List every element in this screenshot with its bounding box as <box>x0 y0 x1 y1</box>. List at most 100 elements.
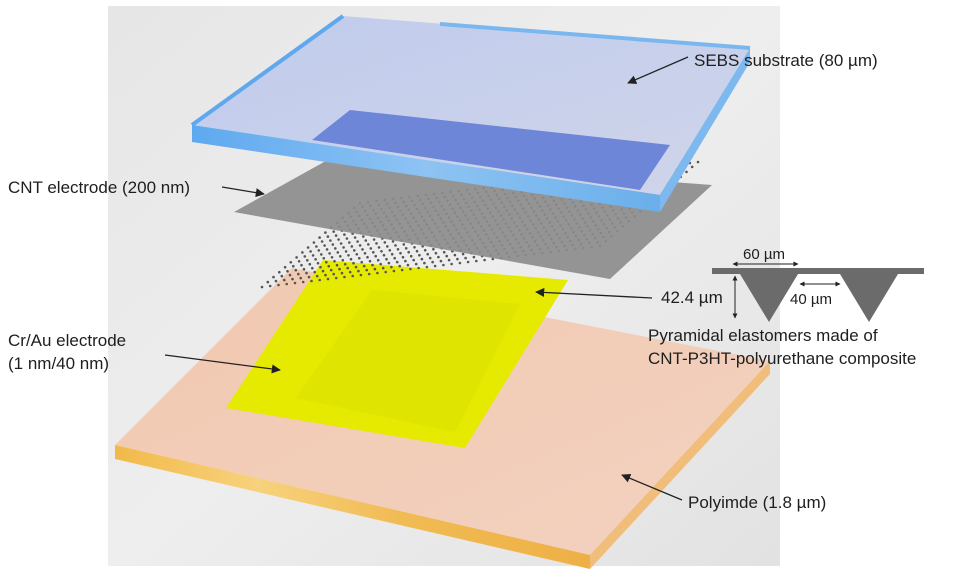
cnt-arrow <box>221 186 265 198</box>
pyramid-dot <box>475 259 478 263</box>
pyramid-dot <box>332 272 336 276</box>
pyramid-dot <box>268 284 272 288</box>
sebs-back-edge-highlight <box>439 22 751 50</box>
inset-base-film <box>712 268 924 274</box>
sebs-label: SEBS substrate (80 µm) <box>694 51 878 70</box>
pyramid-dot <box>283 265 287 269</box>
pyramid-dot <box>434 251 438 255</box>
pyramid-dot <box>343 262 347 266</box>
pyramid-dot <box>393 256 397 260</box>
pyramid-dot <box>407 250 411 254</box>
pyramid-dot <box>353 249 356 252</box>
pyramid-dot <box>312 241 316 244</box>
pyramid-dot <box>483 258 486 262</box>
pyramid-dot <box>358 256 361 260</box>
pyramid-dot <box>445 254 449 258</box>
pyramid-dot <box>311 254 315 257</box>
sebs-right-edge <box>660 48 750 212</box>
pyramid-dot <box>464 256 467 260</box>
pyramid-dot <box>321 269 325 273</box>
pyramid-dot <box>412 258 416 262</box>
pyramid-dot <box>307 275 311 279</box>
pyramid-dot <box>425 265 429 269</box>
pyramid-dot <box>404 247 408 250</box>
pyramid-dot <box>456 257 459 261</box>
pyramid-dot <box>383 241 387 244</box>
cnt-label: CNT electrode (200 nm) <box>8 178 190 197</box>
pyramid-dot <box>347 254 350 257</box>
pyramid-dot <box>297 260 301 263</box>
height-arrow <box>535 287 653 299</box>
pyramid-dot <box>400 268 404 272</box>
pyramid-cross-section-inset: 60 µm 40 µm <box>712 246 924 322</box>
pyramid-dot <box>344 250 348 253</box>
pyramid-dot <box>358 244 362 247</box>
pyramid-dot <box>285 282 289 286</box>
pyramid-dot <box>417 266 420 270</box>
pyramid-dot <box>409 254 413 258</box>
pyramid-dot <box>318 278 322 282</box>
pyramid-dot <box>301 251 304 254</box>
pyramid-dot <box>433 264 437 268</box>
pyramid-dot <box>320 240 324 243</box>
pyramid-dot <box>266 280 270 284</box>
pyramid-dot <box>355 253 359 256</box>
pyramid-dot <box>345 237 349 240</box>
pyramid-dot <box>339 242 343 245</box>
pyramid-dot <box>381 266 385 270</box>
pyramid-dot <box>380 250 383 253</box>
pyramid-dot <box>398 264 402 268</box>
pyramid-dot <box>302 267 306 271</box>
pyramid-dot <box>303 255 307 258</box>
pyramid-dot <box>346 266 350 270</box>
pyramid-dot <box>327 264 331 268</box>
pyramid-dot <box>291 277 294 281</box>
pyramid-dot <box>372 238 376 241</box>
pyramid-dot <box>402 243 406 246</box>
pyramid-dot <box>354 265 358 269</box>
pyramid-dot <box>337 238 340 241</box>
pyramid-dot <box>461 252 465 256</box>
pyramid-dot <box>386 245 389 248</box>
pyramid-dot <box>280 274 284 278</box>
pyramid-dot <box>335 263 339 267</box>
pyramid-dot <box>292 264 295 268</box>
pyramid-dot <box>348 241 351 244</box>
pyramid-dot <box>375 242 378 245</box>
pyramid-dot <box>306 246 310 249</box>
pyramid-dot <box>352 261 355 265</box>
pyramid-dot <box>385 257 388 261</box>
pyramid-dot <box>341 258 345 262</box>
pyramid-dot <box>432 247 435 251</box>
pyramid-dot <box>274 279 278 283</box>
pyramid-dot <box>413 246 416 249</box>
pyramid-dot <box>300 263 303 267</box>
pyramid-dot <box>359 273 363 277</box>
inset-pyramid-right <box>840 274 898 322</box>
sebs-layer <box>190 14 751 212</box>
inset-pyramid-left <box>740 274 798 322</box>
sebs-embedded-electrode <box>312 110 670 190</box>
pyramid-dot <box>404 259 407 263</box>
pyramid-dot <box>466 260 470 264</box>
pyramid-dot <box>309 250 312 253</box>
pyramid-dot <box>472 255 476 259</box>
pyramid-dot <box>351 274 355 278</box>
pyramid-dot <box>338 267 341 271</box>
pyramid-dot <box>342 246 345 249</box>
pyramid-dot <box>685 170 688 174</box>
pyramid-dot <box>376 271 379 275</box>
pyramid-dot <box>319 265 322 269</box>
pitch-dimension-label: 60 µm <box>743 246 785 263</box>
pyramid-dot <box>277 283 280 287</box>
pyramid-dot <box>333 259 336 263</box>
pyramid-dot <box>350 245 354 248</box>
pyramid-dot <box>334 234 338 237</box>
pyramid-dot <box>310 279 313 283</box>
pyramid-dot <box>349 257 353 261</box>
pyramid-dot <box>363 252 367 255</box>
pyramid-dot <box>317 249 321 252</box>
pyramid-dot <box>377 246 381 249</box>
pyramid-dot <box>491 257 495 261</box>
